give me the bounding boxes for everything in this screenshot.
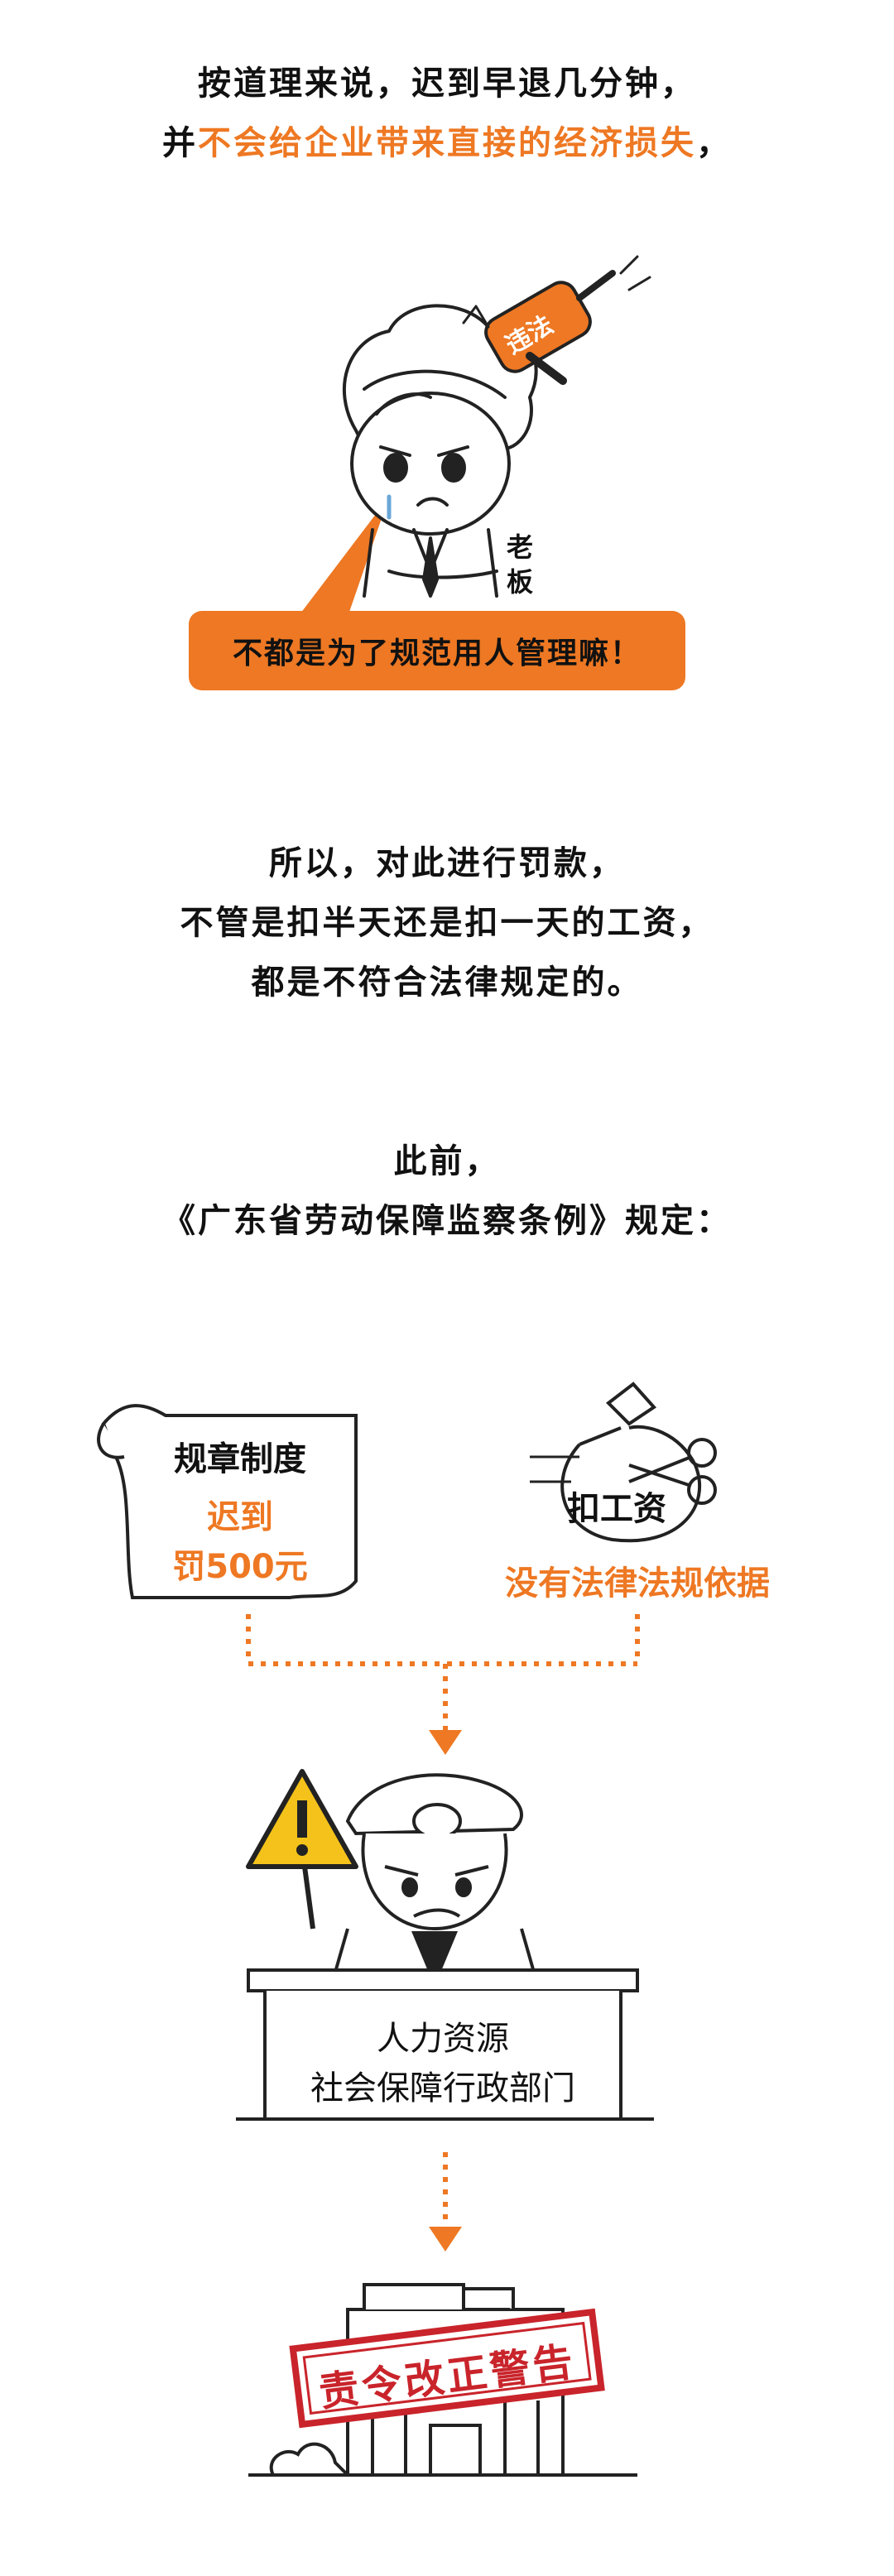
- deduct-wages-label: 扣工资: [567, 1490, 666, 1528]
- scroll-orange-2: 罚500元: [172, 1548, 308, 1586]
- hammer: [484, 255, 651, 385]
- boss-label: 老 板: [499, 530, 541, 599]
- intro-line-1: 按道理来说，迟到早退几分钟，: [198, 65, 696, 103]
- para2-line-1: 所以，对此进行罚款，: [269, 844, 625, 882]
- officer: [329, 1773, 540, 1987]
- flow-connectors: [246, 1614, 640, 2227]
- boss-eye-left: [383, 453, 408, 483]
- para3-line-2: 《广东省劳动保障监察条例》规定：: [162, 1202, 732, 1240]
- speech-bubble: 不都是为了规范用人管理嘛！: [189, 611, 685, 690]
- bubble-pointer: [298, 497, 389, 617]
- no-legal-basis: 没有法律法规依据: [505, 1564, 770, 1603]
- intro-line-2-suffix: ，: [696, 124, 732, 162]
- para3-line-1: 此前，: [393, 1142, 501, 1180]
- desk: [236, 1968, 654, 2121]
- intro-line-2: 并不会给企业带来直接的经济损失，: [0, 116, 894, 164]
- intro-line-2-prefix: 并: [162, 124, 198, 162]
- desk-line-2: 社会保障行政部门: [310, 2069, 575, 2107]
- desk-line-1: 人力资源: [377, 2020, 509, 2058]
- scroll-doc: [97, 1404, 358, 1599]
- arrow-down-1: [429, 1730, 462, 1755]
- stamp: [289, 2308, 605, 2429]
- scroll-title: 规章制度: [174, 1440, 306, 1478]
- para2-line-3: 都是不符合法律规定的。: [251, 964, 643, 1002]
- para2-line-2: 不管是扣半天还是扣一天的工资，: [180, 904, 714, 942]
- warning-sign-icon: [246, 1769, 358, 1930]
- boss-eye-right: [441, 453, 466, 483]
- boss-label-2: 板: [506, 566, 533, 598]
- intro-highlight: 不会给企业带来直接的经济损失: [198, 124, 696, 162]
- scissors-icon: [628, 1438, 717, 1505]
- boss-cartoon: [298, 255, 651, 617]
- boss-label-1: 老: [506, 531, 533, 563]
- money-bag-icon: [530, 1382, 701, 1543]
- scroll-orange-1: 迟到: [207, 1498, 273, 1536]
- arrow-down-2: [429, 2227, 462, 2252]
